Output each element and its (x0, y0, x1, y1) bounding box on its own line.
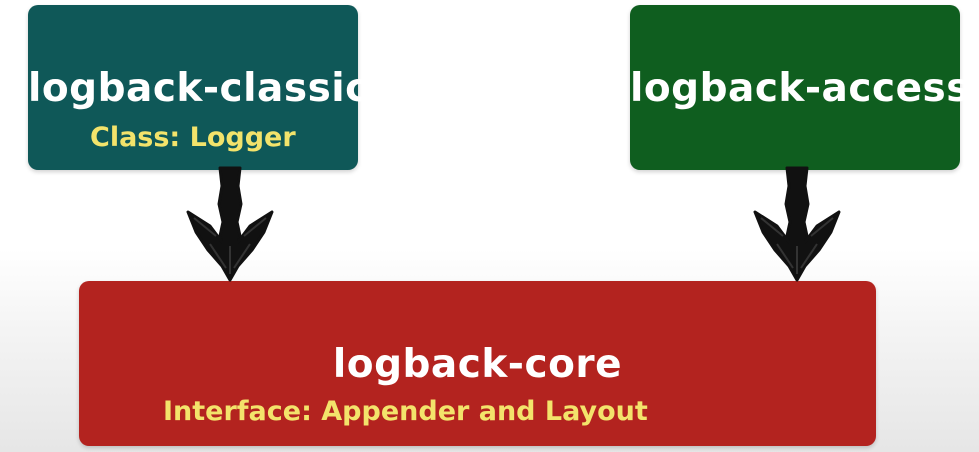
logback-core-title: logback-core (332, 342, 623, 387)
logback-classic-box: logback-classic Class: Logger (28, 5, 369, 170)
logback-access-title: logback-access (630, 66, 970, 111)
logback-core-box: logback-core Interface: Appender and Lay… (79, 281, 876, 446)
logback-core-subtitle: Interface: Appender and Layout (163, 396, 648, 427)
arrow-down-icon (186, 166, 274, 282)
logback-access-box: logback-access (630, 5, 970, 170)
logback-classic-title: logback-classic (28, 66, 369, 111)
arrow-down-icon (753, 166, 841, 282)
logback-classic-subtitle: Class: Logger (90, 122, 296, 153)
